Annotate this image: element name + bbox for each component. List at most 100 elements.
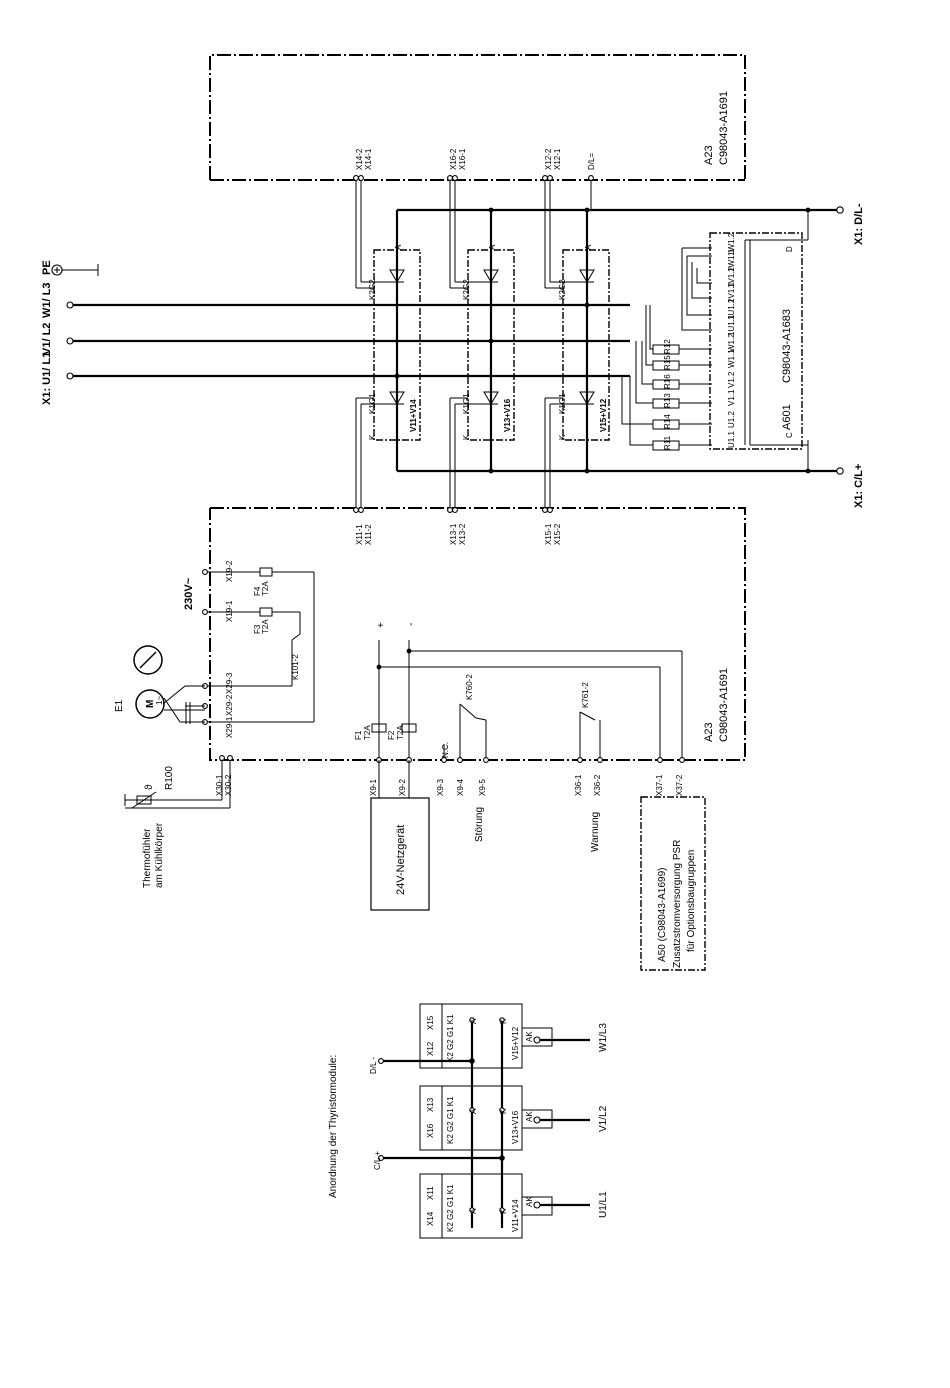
svg-text:V13+V16: V13+V16 — [511, 1110, 520, 1144]
svg-text:U1/L1: U1/L1 — [598, 1191, 609, 1218]
svg-text:+: + — [376, 622, 387, 628]
board-a23-bottom-outline — [209, 507, 746, 761]
svg-text:X1: C/L+: X1: C/L+ — [853, 464, 865, 508]
svg-text:X29-2: X29-2 — [225, 694, 234, 716]
svg-text:1V1.1: 1V1.1 — [727, 282, 736, 303]
svg-text:V15+V12: V15+V12 — [599, 398, 608, 432]
svg-text:R13: R13 — [663, 393, 672, 408]
svg-text:am Kühlkörper: am Kühlkörper — [154, 822, 165, 888]
svg-text:X36-2: X36-2 — [593, 774, 602, 796]
svg-text:X29-3: X29-3 — [225, 672, 234, 694]
svg-text:K: K — [499, 1208, 508, 1214]
svg-text:1V1.2: 1V1.2 — [727, 267, 736, 288]
snubber-pin-labels: U1.1 U1.2 V1.1 V1.2 W1.1 W1.2 1U1.1 1U1.… — [727, 232, 794, 448]
svg-text:K101-2: K101-2 — [291, 654, 300, 680]
svg-text:E1: E1 — [114, 699, 125, 712]
a50-module: X37-1 X37-2 A50 (C98043-A1699) Zusatzstr… — [379, 650, 706, 971]
svg-text:A: A — [394, 244, 403, 250]
svg-text:PE: PE — [41, 260, 53, 275]
svg-text:Thermofühler: Thermofühler — [142, 828, 153, 888]
svg-text:X19-1: X19-1 — [225, 600, 234, 622]
svg-text:V1/L2: V1/L2 — [598, 1105, 609, 1132]
svg-text:X9-4: X9-4 — [456, 779, 465, 796]
svg-text:D/L=: D/L= — [587, 153, 596, 170]
svg-text:X9-3: X9-3 — [436, 779, 445, 796]
svg-text:T2A: T2A — [261, 619, 270, 634]
thyristor-module-v11-v14 — [366, 210, 405, 471]
svg-text:X14-1: X14-1 — [364, 148, 373, 170]
svg-text:K761-2: K761-2 — [581, 682, 590, 708]
thyristor-module-v15-v12 — [556, 210, 595, 471]
svg-text:X11: X11 — [426, 1186, 435, 1200]
dc-buses — [397, 206, 844, 475]
svg-text:A: A — [584, 244, 593, 250]
svg-text:Störung: Störung — [474, 807, 485, 842]
svg-text:X16-1: X16-1 — [458, 148, 467, 170]
svg-text:W1/L3: W1/L3 — [598, 1023, 609, 1052]
svg-text:X15-2: X15-2 — [553, 523, 562, 545]
svg-text:K: K — [462, 434, 471, 440]
svg-text:U1.1: U1.1 — [727, 431, 736, 448]
svg-text:R100: R100 — [164, 766, 175, 790]
svg-text:X14-2: X14-2 — [355, 148, 364, 170]
svg-text:1U1.2: 1U1.2 — [727, 298, 736, 320]
fault-relay: N.C. K760-2 X9-3 X9-4 X9-5 Störung — [436, 674, 489, 842]
svg-text:V1.1: V1.1 — [727, 389, 736, 406]
svg-text:W1/ L3: W1/ L3 — [41, 283, 53, 318]
arrangement-title: Anordnung der Thyristormodule: — [328, 1055, 339, 1198]
fan-e1: M 1~ E1 X29-3 X29-2 X29-1 — [114, 645, 234, 738]
svg-text:A23: A23 — [703, 722, 715, 742]
svg-text:C98043-A1691: C98043-A1691 — [718, 91, 730, 165]
svg-text:ϑ: ϑ — [144, 784, 155, 790]
svg-text:K2: K2 — [462, 290, 471, 300]
svg-text:X11-1: X11-1 — [355, 524, 364, 545]
svg-text:V15+V12: V15+V12 — [511, 1026, 520, 1060]
svg-text:C98043-A1691: C98043-A1691 — [718, 668, 730, 742]
svg-text:N.C.: N.C. — [441, 742, 450, 758]
svg-text:K2: K2 — [368, 290, 377, 300]
svg-text:T2A: T2A — [363, 725, 372, 740]
svg-text:X30-1: X30-1 — [215, 774, 224, 796]
svg-text:Zusatzstromversorgung PSR: Zusatzstromversorgung PSR — [672, 840, 683, 968]
svg-text:A50 (C98043-A1699): A50 (C98043-A1699) — [657, 867, 668, 962]
svg-text:K2: K2 — [558, 290, 567, 300]
svg-text:T2A: T2A — [396, 725, 405, 740]
svg-text:A601: A601 — [781, 404, 793, 430]
svg-text:G2: G2 — [462, 279, 471, 290]
svg-text:für Optionsbaugruppen: für Optionsbaugruppen — [686, 850, 697, 952]
svg-text:A: A — [488, 244, 497, 250]
svg-text:G2: G2 — [558, 279, 567, 290]
svg-text:V11+V14: V11+V14 — [511, 1199, 520, 1232]
warning-relay: K761-2 X36-1 X36-2 Warnung — [574, 682, 603, 852]
svg-text:Anordnung der Thyristormodule:: Anordnung der Thyristormodule: — [328, 1055, 339, 1198]
svg-text:X12-2: X12-2 — [544, 148, 553, 170]
svg-text:X16-2: X16-2 — [449, 148, 458, 170]
svg-text:X9-1: X9-1 — [369, 779, 378, 796]
svg-text:K2 G2 G1 K1: K2 G2 G1 K1 — [446, 1014, 455, 1062]
svg-text:Warnung: Warnung — [590, 812, 601, 852]
svg-text:W1.2: W1.2 — [727, 333, 736, 352]
svg-text:X30-2: X30-2 — [224, 774, 233, 796]
svg-text:R11: R11 — [663, 435, 672, 450]
svg-text:24V-Netzgerät: 24V-Netzgerät — [395, 825, 407, 895]
svg-text:X9-2: X9-2 — [398, 779, 407, 796]
svg-text:D: D — [785, 246, 794, 252]
svg-text:K1: K1 — [368, 404, 377, 414]
svg-text:AK: AK — [525, 1111, 534, 1122]
mains-labels: X1: U1/ L1 V1/ L2 W1/ L3 PE — [41, 260, 53, 405]
svg-text:X36-1: X36-1 — [574, 774, 583, 796]
svg-text:V13+V16: V13+V16 — [503, 398, 512, 432]
snubber-wiring — [621, 239, 808, 446]
svg-text:A: A — [469, 1108, 478, 1114]
svg-text:D/L -: D/L - — [369, 1057, 378, 1074]
svg-text:K: K — [558, 434, 567, 440]
svg-text:V1/ L2: V1/ L2 — [41, 323, 53, 355]
svg-text:F3: F3 — [253, 624, 262, 634]
svg-text:G2: G2 — [368, 279, 377, 290]
svg-text:A: A — [469, 1208, 478, 1214]
svg-text:1W1.2: 1W1.2 — [727, 232, 736, 256]
svg-text:C98043-A1683: C98043-A1683 — [781, 309, 793, 383]
svg-text:V1.2: V1.2 — [727, 371, 736, 388]
svg-text:R14: R14 — [663, 414, 672, 429]
bottom-connector-labels: X11-1 X11-2 X13-1 X13-2 X15-1 X15-2 — [355, 523, 562, 545]
